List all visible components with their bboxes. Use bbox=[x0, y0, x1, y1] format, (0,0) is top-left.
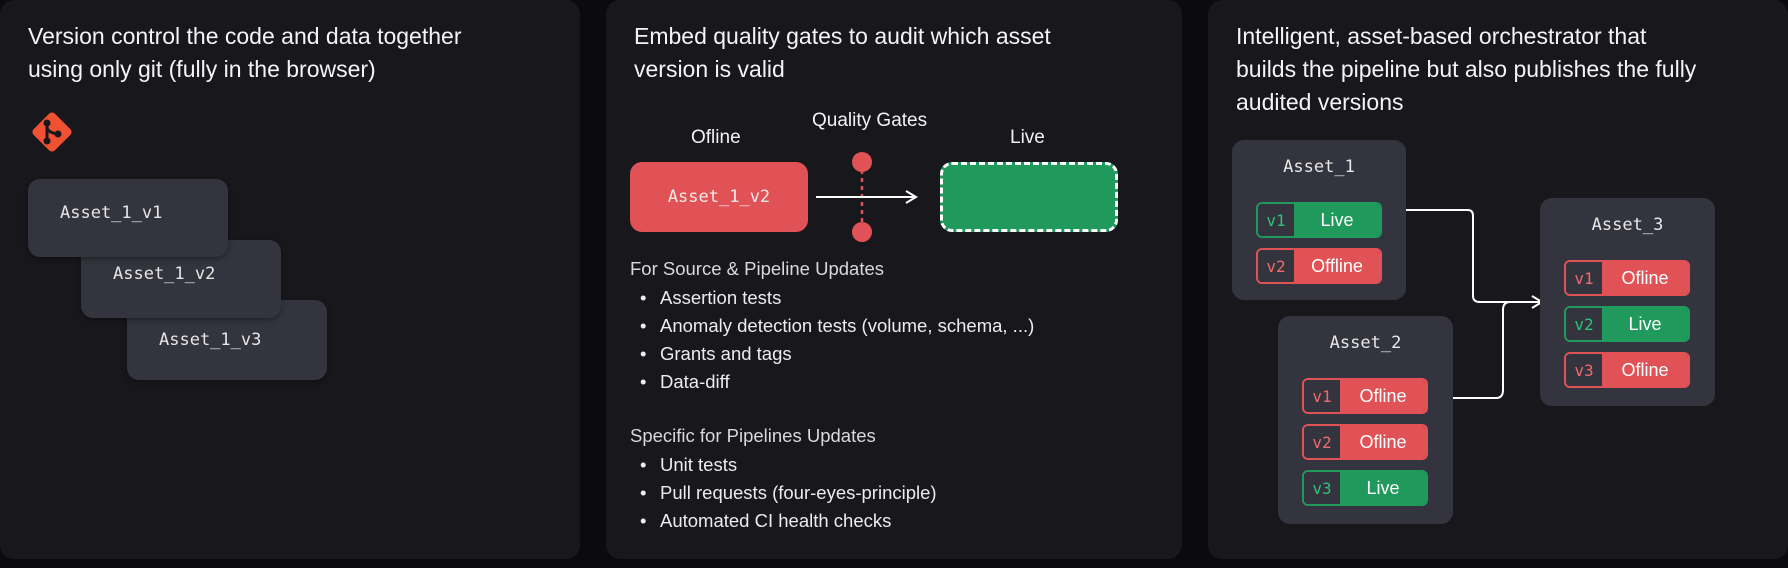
list-item: Grants and tags bbox=[640, 340, 1034, 368]
status-badge: Live bbox=[1340, 472, 1426, 504]
status-badge: Live bbox=[1294, 204, 1380, 236]
arrow-head-icon bbox=[905, 190, 918, 204]
git-versioning-panel: Version control the code and data togeth… bbox=[0, 0, 580, 559]
list-item: Pull requests (four-eyes-principle) bbox=[640, 479, 937, 507]
version-pill[interactable]: v2 Live bbox=[1564, 306, 1690, 342]
connector-asset1-asset3 bbox=[1406, 209, 1540, 303]
pipeline-updates-heading: Specific for Pipelines Updates bbox=[630, 425, 876, 446]
asset-title: Asset_3 bbox=[1591, 215, 1664, 235]
orchestrator-panel: Intelligent, asset-based orchestrator th… bbox=[1208, 0, 1788, 559]
version-label: Asset_1_v2 bbox=[113, 264, 216, 284]
offline-label: Ofline bbox=[691, 127, 741, 148]
version-number: v1 bbox=[1258, 204, 1294, 236]
version-pill[interactable]: v2 Ofline bbox=[1302, 424, 1428, 460]
version-pill[interactable]: v1 Ofline bbox=[1564, 260, 1690, 296]
version-number: v3 bbox=[1566, 354, 1602, 386]
title-line: version is valid bbox=[634, 56, 785, 82]
title-line: Intelligent, asset-based orchestrator th… bbox=[1236, 23, 1647, 49]
version-pill[interactable]: v3 Live bbox=[1302, 470, 1428, 506]
offline-asset-label: Asset_1_v2 bbox=[667, 187, 771, 207]
status-badge: Live bbox=[1602, 308, 1688, 340]
list-item: Anomaly detection tests (volume, schema,… bbox=[640, 312, 1034, 340]
status-badge: Ofline bbox=[1340, 426, 1426, 458]
version-number: v1 bbox=[1566, 262, 1602, 294]
list-item: Automated CI health checks bbox=[640, 507, 937, 535]
asset-card-asset1[interactable]: Asset_1 v1 Live v2 Offline bbox=[1232, 140, 1406, 300]
version-number: v2 bbox=[1258, 250, 1294, 282]
panel-title: Embed quality gates to audit which asset… bbox=[634, 20, 1051, 86]
status-badge: Ofline bbox=[1602, 262, 1688, 294]
version-label: Asset_1_v1 bbox=[60, 203, 163, 223]
list-item: Assertion tests bbox=[640, 284, 1034, 312]
version-number: v2 bbox=[1566, 308, 1602, 340]
list-item: Unit tests bbox=[640, 451, 937, 479]
git-icon bbox=[32, 112, 72, 152]
panel-title: Version control the code and data togeth… bbox=[28, 20, 461, 86]
version-number: v1 bbox=[1304, 380, 1340, 412]
live-label: Live bbox=[1010, 127, 1045, 148]
gate-dot-top bbox=[852, 152, 872, 172]
quality-gate-arrow bbox=[816, 152, 918, 242]
panel-title: Intelligent, asset-based orchestrator th… bbox=[1236, 20, 1696, 119]
title-line: Version control the code and data togeth… bbox=[28, 23, 462, 49]
version-pill[interactable]: v1 Live bbox=[1256, 202, 1382, 238]
gate-dot-bottom bbox=[852, 222, 872, 242]
quality-gates-panel: Embed quality gates to audit which asset… bbox=[606, 0, 1182, 559]
list-item: Data-diff bbox=[640, 368, 1034, 396]
quality-gates-label: Quality Gates bbox=[812, 110, 928, 131]
version-pill[interactable]: v3 Ofline bbox=[1564, 352, 1690, 388]
version-number: v2 bbox=[1304, 426, 1340, 458]
status-badge: Ofline bbox=[1340, 380, 1426, 412]
status-badge: Offline bbox=[1294, 250, 1380, 282]
asset-card-asset3[interactable]: Asset_3 v1 Ofline v2 Live v3 Ofline bbox=[1540, 198, 1715, 406]
offline-asset-box[interactable]: Asset_1_v2 bbox=[630, 162, 808, 232]
asset-title: Asset_1 bbox=[1283, 157, 1355, 177]
pipeline-updates-list: Unit tests Pull requests (four-eyes-prin… bbox=[640, 451, 937, 535]
status-badge: Ofline bbox=[1602, 354, 1688, 386]
title-line: builds the pipeline but also publishes t… bbox=[1236, 56, 1697, 82]
asset-card-asset2[interactable]: Asset_2 v1 Ofline v2 Ofline v3 Live bbox=[1278, 316, 1453, 524]
source-updates-heading: For Source & Pipeline Updates bbox=[630, 258, 884, 279]
live-target-box[interactable] bbox=[940, 162, 1118, 232]
title-line: Embed quality gates to audit which asset bbox=[634, 23, 1051, 49]
title-line: audited versions bbox=[1236, 89, 1404, 115]
title-line: using only git (fully in the browser) bbox=[28, 56, 376, 82]
asset-title: Asset_2 bbox=[1329, 333, 1402, 353]
version-pill[interactable]: v2 Offline bbox=[1256, 248, 1382, 284]
source-updates-list: Assertion tests Anomaly detection tests … bbox=[640, 284, 1034, 396]
version-pill[interactable]: v1 Ofline bbox=[1302, 378, 1428, 414]
version-card-v1[interactable]: Asset_1_v1 bbox=[28, 179, 228, 257]
version-number: v3 bbox=[1304, 472, 1340, 504]
version-label: Asset_1_v3 bbox=[159, 330, 262, 350]
connector-asset2-asset3 bbox=[1453, 301, 1511, 399]
